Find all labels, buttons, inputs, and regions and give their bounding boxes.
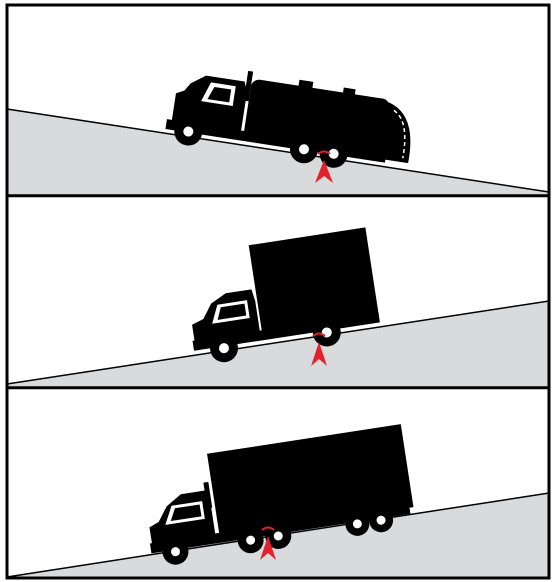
panel-1	[6, 5, 550, 196]
wheel-chock-marker-3	[260, 526, 276, 560]
panel-3	[6, 389, 550, 579]
wheel-chock-marker-2	[311, 332, 327, 366]
panel-2	[6, 197, 550, 388]
tank-truck-silhouette	[165, 70, 411, 168]
wheel-chock-marker-1	[315, 150, 333, 183]
tractor-trailer-silhouette	[149, 424, 414, 565]
figure-frame	[5, 3, 551, 580]
box-truck-silhouette	[192, 227, 380, 363]
